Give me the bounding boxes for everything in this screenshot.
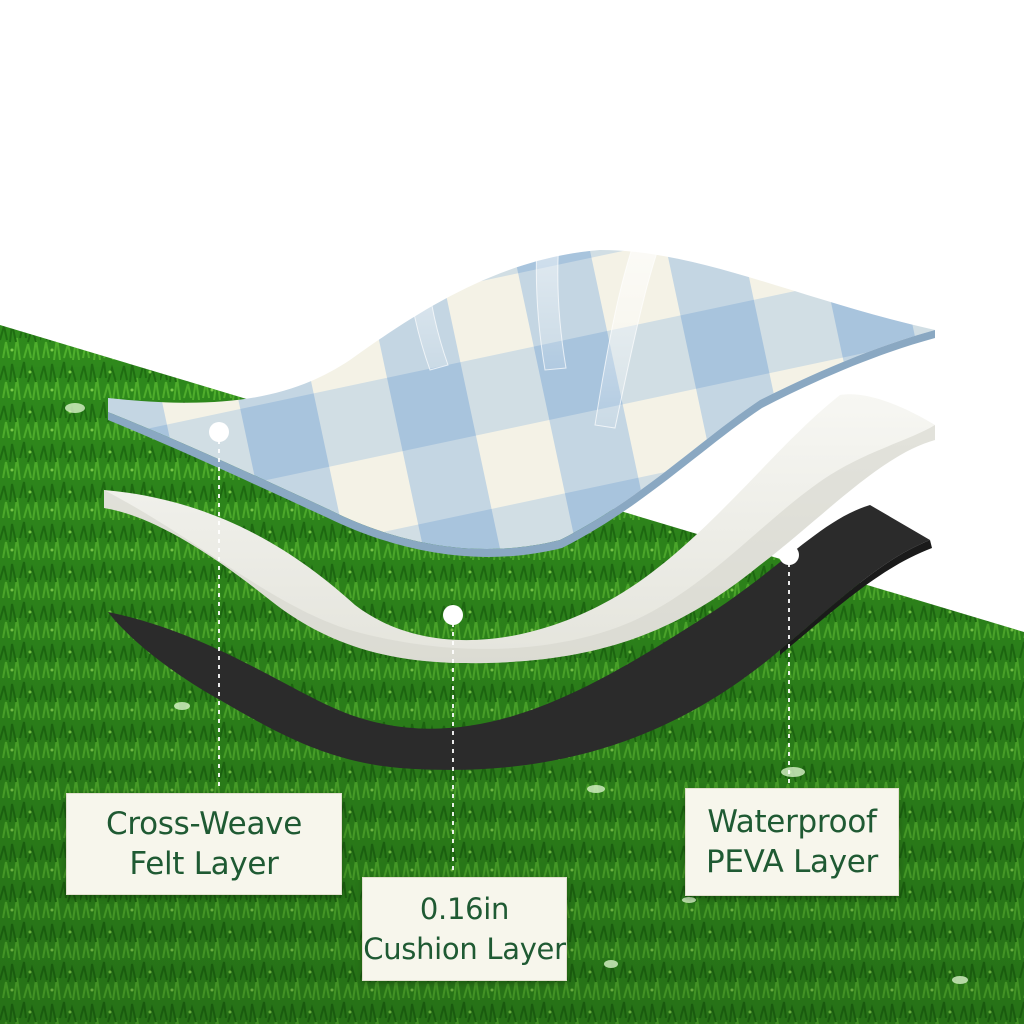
cushion-label-line-2: Cushion Layer	[363, 932, 566, 966]
cushion-label-line-1: 0.16in	[419, 892, 510, 926]
breathable-arrow-icon	[534, 101, 597, 371]
peva-marker-dot	[779, 545, 799, 565]
breathable-arrow-icon	[594, 151, 701, 429]
peva-layer-label: Waterproof PEVA Layer	[685, 788, 899, 896]
felt-label-line-2: Felt Layer	[129, 846, 279, 882]
peva-layer	[108, 505, 932, 770]
breathability-arrows	[390, 101, 701, 429]
leader-lines	[218, 440, 790, 874]
felt-layer	[108, 250, 935, 557]
felt-marker-dot	[209, 422, 229, 442]
cushion-layer	[104, 394, 935, 664]
cushion-marker-dot	[443, 605, 463, 625]
felt-layer-label: Cross-Weave Felt Layer	[66, 793, 342, 895]
cushion-layer-label: 0.16in Cushion Layer	[362, 877, 567, 981]
peva-label-line-2: PEVA Layer	[706, 844, 878, 880]
layer-markers	[209, 422, 799, 625]
felt-label-line-1: Cross-Weave	[106, 806, 302, 842]
peva-label-line-1: Waterproof	[707, 804, 877, 840]
breathable-arrow-icon	[390, 137, 449, 371]
